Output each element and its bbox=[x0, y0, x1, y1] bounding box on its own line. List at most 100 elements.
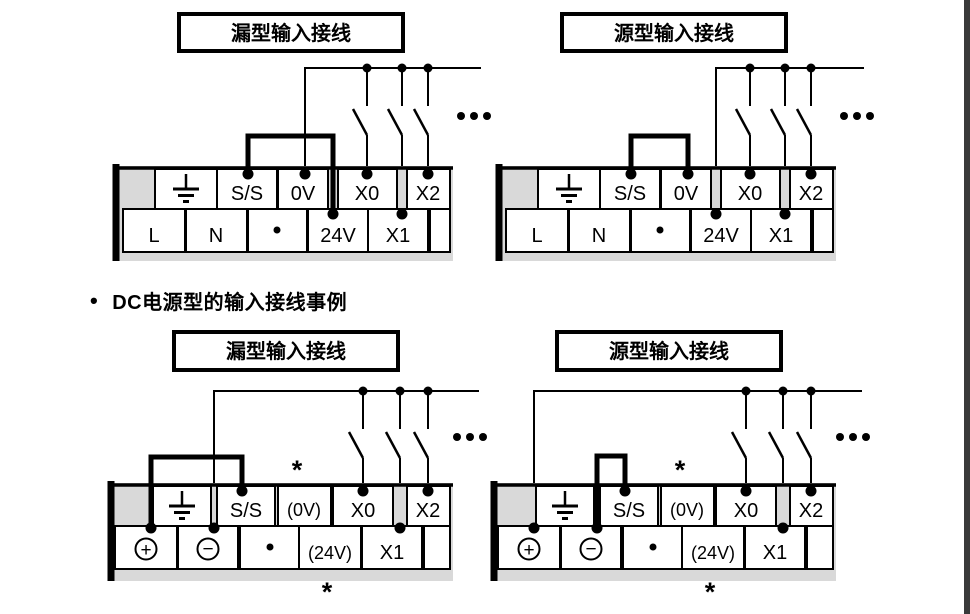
terminal-label-n: N bbox=[592, 225, 606, 247]
unused-terminal-dot-icon bbox=[273, 226, 281, 234]
bullet-icon: • bbox=[90, 287, 99, 313]
wiring-diagram-dc-sink: 漏型输入接线 bbox=[85, 323, 495, 613]
terminal-dots bbox=[528, 485, 817, 534]
terminal-label-n: N bbox=[209, 225, 223, 247]
minus-terminal-icon: − bbox=[196, 537, 220, 561]
diagram-title: 源型输入接线 bbox=[614, 21, 734, 45]
terminal-label-x2: X2 bbox=[416, 183, 440, 205]
terminal-cell-partial bbox=[812, 208, 834, 253]
terminal-block: S/S 0V X0 X2 L N 24V X1 bbox=[112, 164, 453, 261]
svg-text:+: + bbox=[523, 540, 534, 561]
switch-contact-icon bbox=[412, 108, 430, 136]
switch-x2 bbox=[412, 63, 433, 174]
wiring-diagram-ac-source: 源型输入接线 bbox=[468, 8, 878, 270]
jumper-wire-plus-ss bbox=[148, 454, 245, 528]
plus-terminal-icon: + bbox=[517, 537, 541, 561]
terminal-label-0v: 0V bbox=[674, 183, 699, 205]
unused-terminal-dot-icon bbox=[656, 226, 664, 234]
svg-text:+: + bbox=[140, 540, 151, 561]
diagram-title-box: 源型输入接线 bbox=[555, 330, 783, 372]
terminal-label-24v: (24V) bbox=[691, 543, 735, 563]
wiring-diagram-ac-sink: 漏型输入接线 bbox=[85, 8, 495, 270]
asterisk-note-bottom: * bbox=[705, 577, 716, 607]
terminal-block: S/S 0V X0 X2 L N 24V X1 bbox=[495, 164, 836, 261]
common-bus-wire bbox=[533, 390, 862, 528]
minus-terminal-icon: − bbox=[579, 537, 603, 561]
terminal-label-x1: X1 bbox=[380, 542, 404, 564]
terminal-block: S/S (0V) X0 X2 + − (24V) X1 bbox=[107, 481, 453, 581]
terminal-label-ss: S/S bbox=[613, 500, 645, 522]
jumper-wire-ss-0v bbox=[628, 133, 691, 174]
terminal-label-l: L bbox=[148, 225, 159, 247]
asterisk-note-bottom: * bbox=[322, 577, 333, 607]
diagram-title: 漏型输入接线 bbox=[226, 339, 346, 363]
jumper-wire-ss-24v bbox=[245, 133, 336, 214]
terminal-dots bbox=[625, 168, 817, 220]
section-heading: • DC电源型的输入接线事例 bbox=[90, 286, 347, 315]
terminal-label-ss: S/S bbox=[231, 183, 263, 205]
earth-ground-icon bbox=[556, 174, 582, 203]
switch-contact-icon bbox=[351, 108, 369, 136]
unused-terminal-dot-icon bbox=[266, 543, 274, 551]
switch-contact-icon bbox=[795, 431, 813, 459]
terminal-label-x0: X0 bbox=[355, 183, 379, 205]
switch-contact-icon bbox=[734, 108, 752, 136]
diagram-title-box: 漏型输入接线 bbox=[172, 330, 400, 372]
earth-ground-icon bbox=[173, 174, 199, 203]
terminal-label-24v: 24V bbox=[703, 225, 739, 247]
switch-contact-icon bbox=[795, 108, 813, 136]
terminal-cell-l bbox=[122, 208, 186, 253]
diagram-title-box: 源型输入接线 bbox=[560, 12, 788, 53]
terminal-dots bbox=[242, 168, 434, 220]
terminal-cell-0v bbox=[277, 485, 332, 527]
terminal-label-x1: X1 bbox=[386, 225, 410, 247]
switch-x0 bbox=[730, 386, 751, 491]
diagram-title: 漏型输入接线 bbox=[231, 21, 351, 45]
switch-x0 bbox=[351, 63, 372, 174]
terminal-dots bbox=[145, 485, 434, 534]
terminal-label-x2: X2 bbox=[799, 500, 823, 522]
terminal-cell-n bbox=[185, 208, 248, 253]
terminal-label-x1: X1 bbox=[763, 542, 787, 564]
earth-ground-icon bbox=[169, 491, 195, 520]
terminal-label-x1: X1 bbox=[769, 225, 793, 247]
plus-terminal-icon: + bbox=[134, 537, 158, 561]
section-title: DC电源型的输入接线事例 bbox=[112, 292, 348, 314]
switch-contact-icon bbox=[386, 108, 404, 136]
terminal-label-x2: X2 bbox=[416, 500, 440, 522]
terminal-cell-l bbox=[505, 208, 569, 253]
terminal-cell-partial bbox=[806, 525, 834, 570]
more-inputs-ellipsis-icon bbox=[453, 433, 487, 441]
terminal-cell-x1 bbox=[361, 525, 423, 570]
diagram-title: 源型输入接线 bbox=[609, 339, 729, 363]
asterisk-note-top: * bbox=[292, 455, 303, 485]
terminal-cell-partial bbox=[423, 525, 451, 570]
terminal-label-0v: (0V) bbox=[670, 500, 704, 520]
more-inputs-ellipsis-icon bbox=[836, 433, 870, 441]
terminal-label-24v: (24V) bbox=[308, 543, 352, 563]
asterisk-note-top: * bbox=[675, 455, 686, 485]
terminal-cell-minus bbox=[560, 525, 622, 570]
terminal-cell-x1 bbox=[367, 208, 429, 253]
terminal-label-0v: (0V) bbox=[287, 500, 321, 520]
terminal-cell-partial bbox=[429, 208, 451, 253]
page-edge-bar bbox=[964, 0, 970, 614]
switch-x2 bbox=[795, 386, 816, 491]
svg-text:−: − bbox=[585, 539, 596, 560]
switch-contact-icon bbox=[412, 431, 430, 459]
earth-ground-icon bbox=[552, 491, 578, 520]
switch-contact-icon bbox=[767, 431, 785, 459]
terminal-label-0v: 0V bbox=[291, 183, 316, 205]
terminal-label-24v: 24V bbox=[320, 225, 356, 247]
switch-x2 bbox=[795, 63, 816, 174]
more-inputs-ellipsis-icon bbox=[840, 112, 874, 120]
switch-x0 bbox=[347, 386, 368, 491]
switch-contact-icon bbox=[730, 431, 748, 459]
switch-contact-icon bbox=[384, 431, 402, 459]
switch-x0 bbox=[734, 63, 755, 174]
terminal-label-x0: X0 bbox=[351, 500, 375, 522]
terminal-cell-x1 bbox=[744, 525, 806, 570]
terminal-label-ss: S/S bbox=[614, 183, 646, 205]
diagram-title-box: 漏型输入接线 bbox=[177, 12, 405, 53]
